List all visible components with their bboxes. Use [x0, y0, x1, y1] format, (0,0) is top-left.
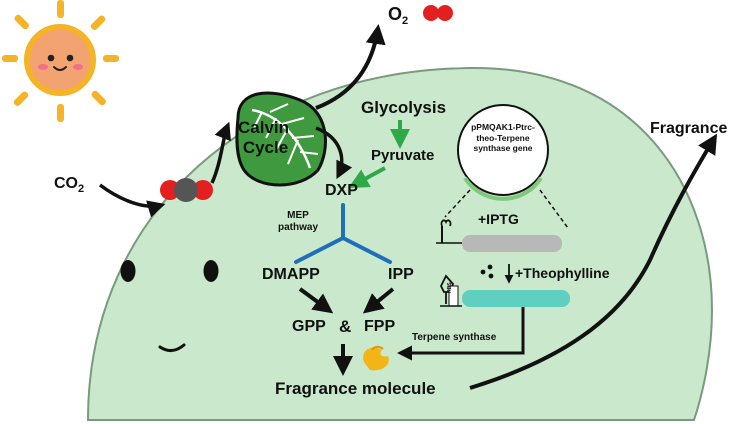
cell-face	[120, 260, 219, 352]
iptg-construct	[436, 219, 562, 252]
dxp-label: DXP	[325, 182, 358, 199]
iptg-label: +IPTG	[478, 211, 519, 227]
calvin-cycle-label: Calvin Cycle	[238, 118, 290, 157]
enzyme-icon	[363, 345, 389, 371]
co2-to-calvin-arrow	[210, 121, 231, 184]
co2-uptake-arrow	[98, 183, 166, 218]
theophylline-label: +Theophylline	[515, 265, 610, 281]
gpp-label: GPP	[292, 318, 326, 335]
glycolysis-label: Glycolysis	[361, 98, 447, 117]
pyruvate-to-dxp-arrow	[348, 166, 386, 188]
rbs-label: RBS	[447, 282, 453, 293]
o2-label: O2	[388, 4, 409, 27]
fpp-label: FPP	[364, 318, 396, 335]
plasmid-label: pPMQAK1-Ptrc- theo-Terpene synthase gene	[471, 122, 535, 154]
pyruvate-label: Pyruvate	[371, 147, 435, 164]
co2-molecule-icon	[160, 178, 213, 202]
o2-release-arrow	[315, 24, 386, 110]
mep-pathway-branch	[294, 203, 392, 264]
smiling-sun-icon	[2, 0, 119, 122]
fragrance-molecule-label: Fragrance molecule	[275, 379, 436, 398]
zoom-line-left	[444, 189, 471, 218]
o2-molecule-icon	[423, 5, 453, 21]
theophylline-molecules-icon	[480, 264, 494, 279]
amp-label: &	[339, 317, 352, 336]
mep-pathway-label: MEP pathway	[278, 210, 319, 233]
zoom-line-right	[539, 189, 569, 229]
fragrance-release-arrow	[469, 133, 718, 390]
riboswitch-icon	[439, 274, 570, 307]
fragrance-label: Fragrance	[650, 120, 728, 137]
ipp-to-fpp-arrow	[362, 287, 395, 314]
leaf-icon	[235, 91, 327, 187]
membrane-highlight	[449, 55, 706, 118]
co2-label: CO2	[54, 175, 85, 195]
plasmid-circle	[457, 104, 549, 201]
terpene-synthase-label: Terpene synthase	[412, 332, 497, 343]
dmapp-to-gpp-arrow	[298, 287, 334, 314]
dmapp-label: DMAPP	[262, 266, 320, 283]
ipp-label: IPP	[388, 266, 414, 283]
calvin-cycle-arrow	[315, 126, 353, 180]
